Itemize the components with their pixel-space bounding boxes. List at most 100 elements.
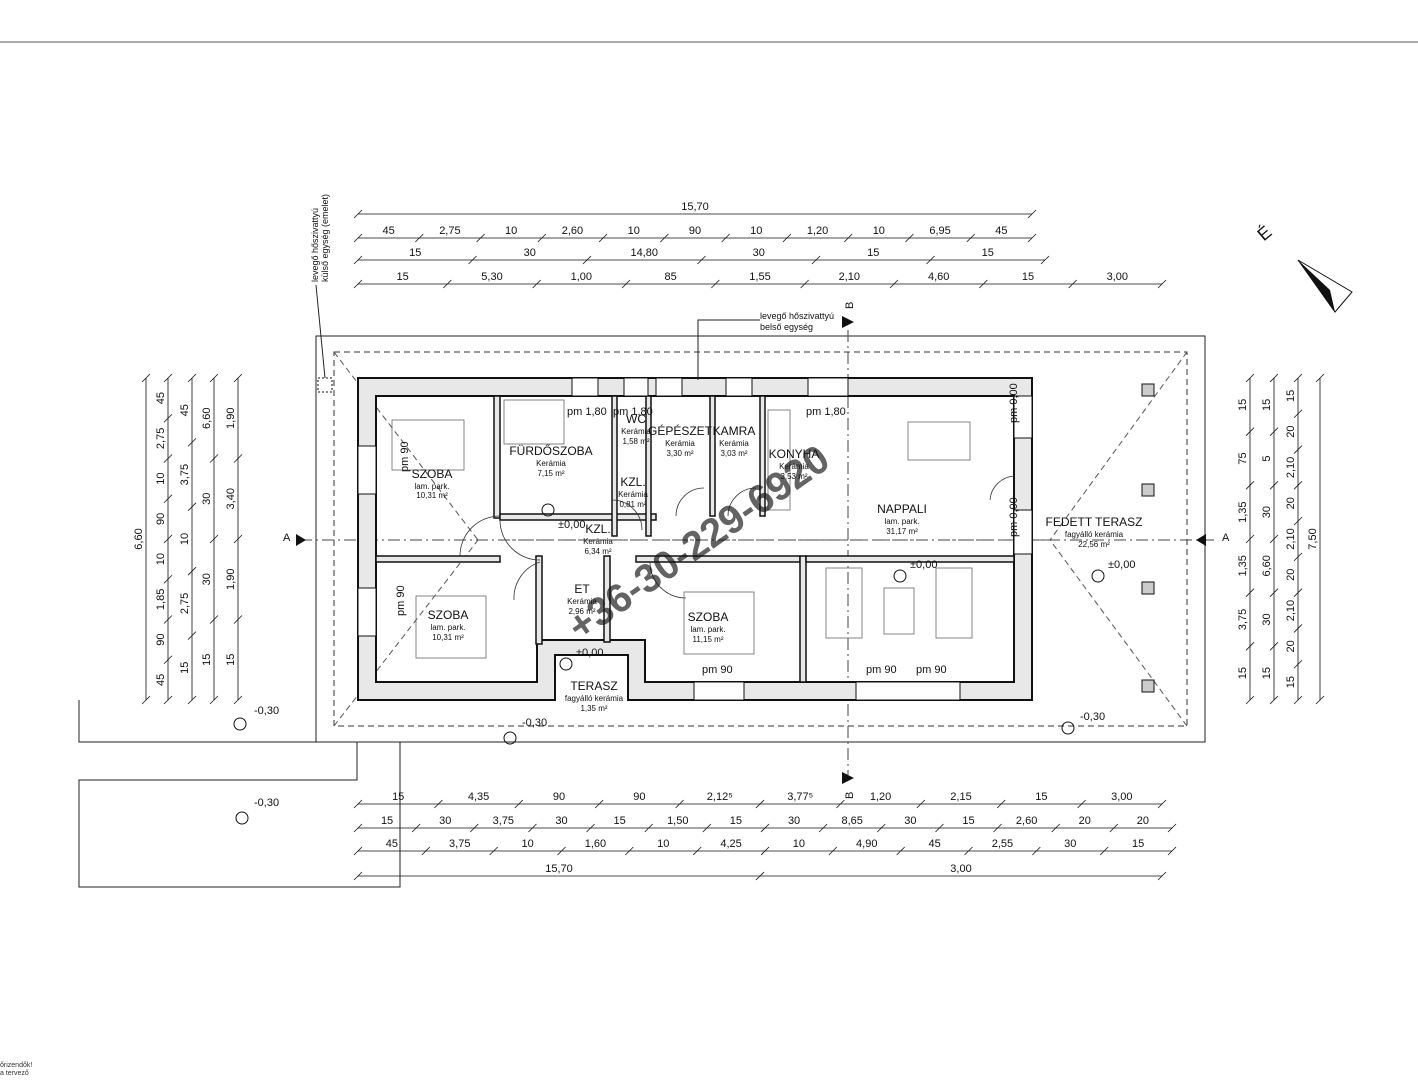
dim-value: 2,10: [1285, 600, 1297, 621]
dim-value: 2,10: [1285, 457, 1297, 478]
dim-value: 15: [201, 654, 213, 666]
dim-value: 2,12⁵: [707, 791, 733, 803]
dim-value: 20: [1285, 497, 1297, 509]
terrace-columns: [1141, 383, 1155, 693]
dim-value: 20: [1137, 815, 1149, 827]
room-labels: SZOBA lam. park. 10,31 m² FÜRDŐSZOBA Ker…: [412, 412, 1143, 713]
svg-text:B: B: [844, 302, 856, 309]
dim-value: 1,60: [585, 838, 606, 850]
dim-value: 1,20: [870, 791, 891, 803]
room-nappali: NAPPALI: [877, 502, 927, 516]
dim-value: 15: [381, 815, 393, 827]
dim-value: 1,90: [225, 408, 237, 429]
svg-text:É: É: [1253, 222, 1275, 245]
dim-value: 3,00: [1107, 271, 1128, 283]
room-wc: WC: [626, 412, 646, 426]
doors: [459, 475, 1015, 601]
dim-value: 3,00: [950, 863, 971, 875]
dim-value: 1,85: [155, 589, 167, 610]
svg-text:±0,00: ±0,00: [558, 519, 585, 531]
section-marks: A A B B: [283, 302, 1230, 799]
svg-text:levegő hőszivattyú: levegő hőszivattyú: [760, 311, 834, 321]
dim-value: 5,30: [481, 271, 502, 283]
room-furdoszoba: FÜRDŐSZOBA: [509, 443, 592, 458]
dim-value: 2,75: [155, 428, 167, 449]
dim-value: 3,40: [225, 488, 237, 509]
dim-value: 20: [1285, 426, 1297, 438]
dim-value: 1,00: [571, 271, 592, 283]
dim-value: 45: [155, 674, 167, 686]
dim-value: 5: [1261, 455, 1273, 461]
dim-value: 10: [521, 838, 533, 850]
dim-value: 2,15: [950, 791, 971, 803]
dim-value: 15: [392, 791, 404, 803]
dim-value: 15: [1261, 667, 1273, 679]
svg-text:1,58 m²: 1,58 m²: [622, 437, 649, 446]
svg-text:Kerámia: Kerámia: [621, 427, 651, 436]
dim-value: 15: [179, 662, 191, 674]
svg-text:-0,30: -0,30: [254, 705, 279, 717]
dim-value: 2,75: [439, 225, 460, 237]
dim-value: 15: [614, 815, 626, 827]
dim-value: 1,50: [667, 815, 688, 827]
svg-text:Kerámia: Kerámia: [665, 439, 695, 448]
dim-value: 15: [867, 247, 879, 259]
dim-value: 20: [1285, 640, 1297, 652]
dim-value: 7,50: [1307, 528, 1319, 549]
svg-text:külső egység (emelet): külső egység (emelet): [320, 194, 330, 282]
svg-text:pm 0,00: pm 0,00: [1008, 497, 1020, 537]
furniture: [391, 399, 973, 659]
dim-value: 8,65: [842, 815, 863, 827]
svg-text:7,15 m²: 7,15 m²: [537, 469, 564, 478]
dim-value: 4,25: [720, 838, 741, 850]
room-et: ET: [574, 582, 590, 596]
svg-text:-0,30: -0,30: [522, 717, 547, 729]
room-szoba-1: SZOBA: [412, 467, 453, 481]
svg-text:pm 1,80: pm 1,80: [567, 406, 607, 418]
north-arrow: É: [1253, 222, 1353, 313]
dim-value: 6,95: [929, 225, 950, 237]
dim-value: 30: [1261, 506, 1273, 518]
dim-value: 2,75: [179, 593, 191, 614]
svg-text:3,03 m²: 3,03 m²: [720, 449, 747, 458]
room-kzl-1: KZL.: [620, 475, 645, 489]
svg-text:11,15 m²: 11,15 m²: [693, 635, 724, 644]
dim-value: 1,55: [749, 271, 770, 283]
dim-value: 3,75: [493, 815, 514, 827]
dim-value: 30: [555, 815, 567, 827]
dim-value: 4,90: [856, 838, 877, 850]
svg-text:pm 1,80: pm 1,80: [806, 406, 846, 418]
svg-text:-0,30: -0,30: [254, 797, 279, 809]
dim-value: 15: [1237, 667, 1249, 679]
dim-value: 10: [505, 225, 517, 237]
dim-value: 1,90: [225, 569, 237, 590]
svg-text:Kerámia: Kerámia: [536, 459, 566, 468]
dim-value: 1,20: [807, 225, 828, 237]
dim-value: 10: [873, 225, 885, 237]
dim-value: 30: [788, 815, 800, 827]
dim-value: 6,60: [201, 408, 213, 429]
svg-text:fagyálló kerámia: fagyálló kerámia: [1065, 530, 1124, 539]
svg-text:10,31 m²: 10,31 m²: [416, 491, 448, 500]
svg-text:A: A: [283, 532, 291, 544]
dim-value: 75: [1237, 452, 1249, 464]
dimension-lines: [141, 209, 1325, 881]
dim-value: 45: [155, 392, 167, 404]
exterior-walls: [357, 377, 1033, 701]
svg-text:belső egység: belső egység: [760, 322, 813, 332]
dim-value: 30: [904, 815, 916, 827]
dim-value: 30: [1064, 838, 1076, 850]
dim-value: 4,60: [928, 271, 949, 283]
dim-value: 15: [1035, 791, 1047, 803]
room-fedett-terasz: FEDETT TERASZ: [1046, 515, 1143, 529]
dim-value: 15: [1237, 399, 1249, 411]
svg-text:Kerámia: Kerámia: [567, 597, 597, 606]
dim-value: 30: [753, 247, 765, 259]
dim-value: 30: [439, 815, 451, 827]
corner-note: őrizendők! a tervező: [0, 1062, 33, 1077]
dim-value: 2,10: [839, 271, 860, 283]
dim-value: 15: [1261, 399, 1273, 411]
dim-value: 3,75: [179, 464, 191, 485]
dim-value: 30: [201, 573, 213, 585]
